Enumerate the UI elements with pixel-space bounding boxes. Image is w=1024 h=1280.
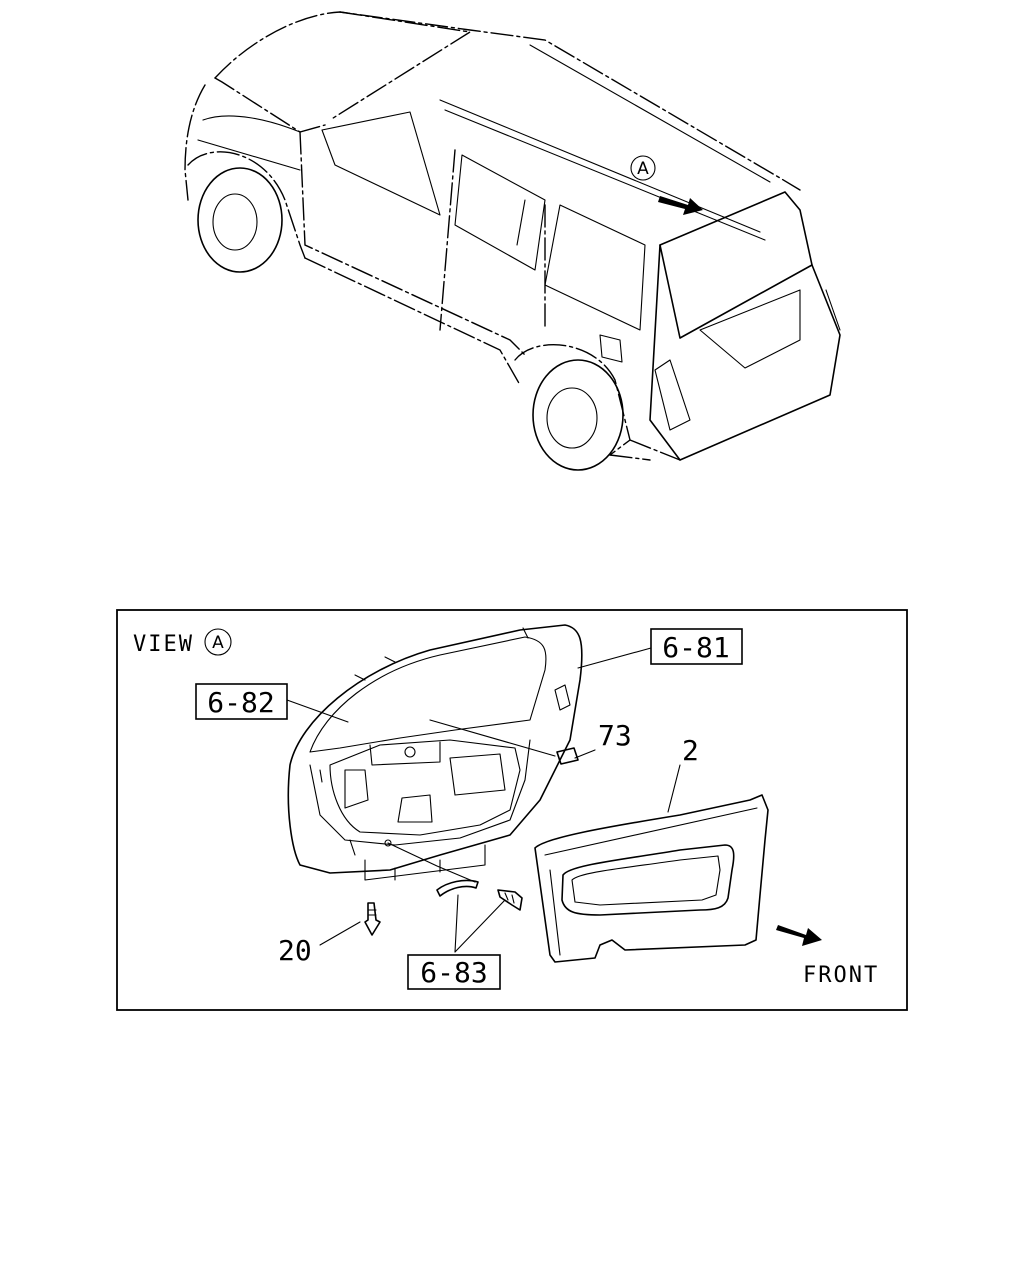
callout-20: 20	[278, 934, 312, 967]
view-a-marker-top: A	[630, 155, 656, 181]
svg-text:6-83: 6-83	[420, 956, 487, 989]
svg-text:VIEW: VIEW	[133, 632, 194, 657]
callout-2: 2	[682, 734, 699, 767]
callout-6-82: 6-82	[195, 683, 288, 720]
callout-6-81: 6-81	[650, 628, 743, 665]
svg-text:A: A	[212, 633, 224, 653]
cap-73-drawing	[556, 747, 579, 765]
svg-text:A: A	[637, 159, 649, 179]
callout-73: 73	[598, 719, 632, 752]
view-a-heading: VIEW A	[133, 628, 232, 657]
callout-6-83: 6-83	[407, 954, 501, 990]
trim-panel-drawing	[534, 794, 769, 963]
screw-20-drawing	[364, 902, 381, 936]
view-a-detail-frame	[116, 609, 908, 1011]
leader-lines	[286, 647, 681, 953]
front-label: FRONT	[803, 963, 879, 988]
front-direction-arrow	[776, 925, 822, 946]
svg-text:6-81: 6-81	[662, 631, 729, 664]
vehicle-overview-drawing	[184, 11, 841, 471]
clip-6-83-drawing	[436, 879, 523, 911]
svg-text:6-82: 6-82	[207, 686, 274, 719]
liftgate-panel-drawing	[287, 624, 583, 881]
